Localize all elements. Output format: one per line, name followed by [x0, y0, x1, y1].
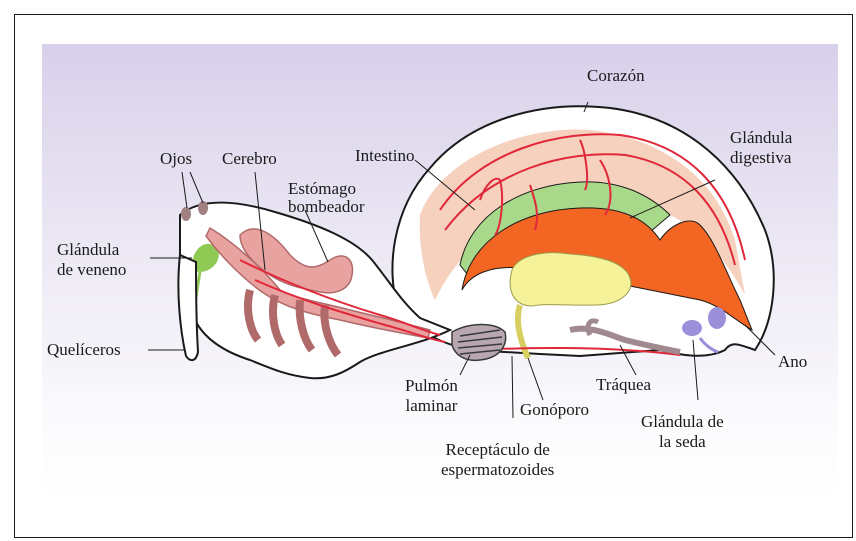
label-glandula-seda: Glándula de la seda — [641, 412, 724, 452]
label-receptaculo: Receptáculo de espermatozoides — [441, 440, 554, 480]
label-glandula-digestiva-line2: digestiva — [730, 148, 792, 168]
book-lung-shape — [452, 325, 506, 361]
label-glandula-seda-line2: la seda — [641, 432, 724, 452]
label-pulmon-line1: Pulmón — [405, 376, 458, 396]
label-glandula-digestiva-line1: Glándula — [730, 128, 792, 148]
label-pulmon-line2: laminar — [405, 396, 458, 416]
label-traquea: Tráquea — [596, 375, 651, 395]
eye-1 — [181, 207, 191, 221]
label-glandula-veneno: Glándula de veneno — [57, 240, 126, 280]
label-pulmon-laminar: Pulmón laminar — [405, 376, 458, 416]
label-cerebro: Cerebro — [222, 149, 277, 169]
label-corazon: Corazón — [587, 66, 645, 86]
label-receptaculo-line1: Receptáculo de — [441, 440, 554, 460]
label-estomago-line1: Estómago — [288, 180, 364, 198]
label-intestino: Intestino — [355, 146, 415, 166]
label-estomago-line2: bombeador — [288, 198, 364, 216]
label-glandula-veneno-line2: de veneno — [57, 260, 126, 280]
label-gonoporo: Gonóporo — [520, 400, 589, 420]
chelicera-shape — [178, 255, 198, 360]
label-glandula-veneno-line1: Glándula — [57, 240, 126, 260]
label-glandula-digestiva: Glándula digestiva — [730, 128, 792, 168]
label-ano: Ano — [778, 352, 807, 372]
silk-gland-1 — [682, 320, 702, 336]
label-queliceros: Quelíceros — [47, 340, 121, 360]
label-receptaculo-line2: espermatozoides — [441, 460, 554, 480]
eye-2 — [198, 201, 208, 215]
label-ojos: Ojos — [160, 149, 192, 169]
label-glandula-seda-line1: Glándula de — [641, 412, 724, 432]
silk-gland-2 — [708, 307, 726, 329]
label-estomago-bombeador: Estómago bombeador — [288, 180, 364, 216]
